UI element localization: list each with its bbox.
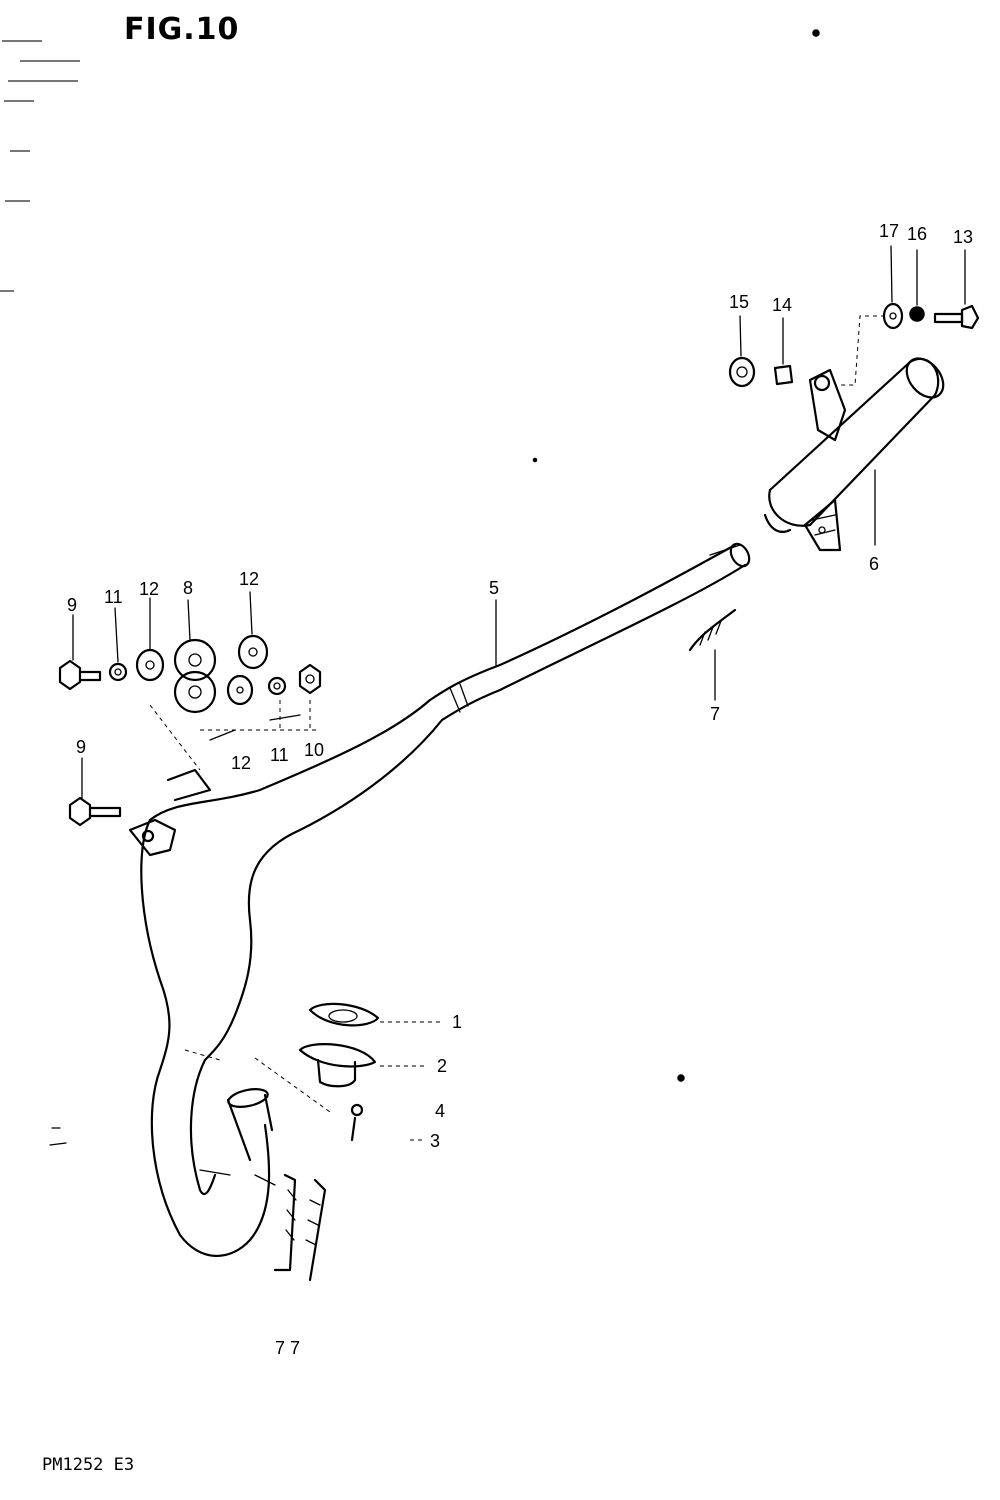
bolt-13 [933,304,980,330]
callout-9-upper: 9 [67,595,77,615]
callout-12-upper: 12 [239,569,259,589]
speck [532,457,538,463]
callout-7-upper: 7 [710,704,720,724]
callout-4: 4 [435,1101,445,1121]
callout-8: 8 [183,578,193,598]
callout-12-left: 12 [139,579,159,599]
speck [677,1074,685,1082]
washer-16 [909,306,925,322]
washer-11-lower [267,676,287,696]
leader-lines [72,245,966,799]
callout-2: 2 [437,1056,447,1076]
callout-9-lower: 9 [76,737,86,757]
spring-7-lower-b [305,1178,327,1282]
gasket-2 [298,1043,377,1088]
callout-15: 15 [729,292,749,312]
bolt-9-upper [58,659,102,691]
callout-14: 14 [772,295,792,315]
washer-12-upper [237,634,269,670]
callout-17: 17 [879,221,899,241]
callout-13: 13 [953,227,973,247]
spring-7-lower-a [273,1173,297,1272]
callout-11-upper: 11 [104,587,123,607]
washer-17 [882,302,904,330]
callout-7-lower: 7 7 [275,1338,300,1358]
callout-16: 16 [907,224,927,244]
exhaust-chamber [140,542,751,1257]
nut-10 [298,663,322,695]
figure-title: FIG.10 [124,12,240,47]
speck [812,29,820,37]
rubber-15 [728,356,756,388]
washer-12-lower [226,674,254,706]
callout-3: 3 [430,1131,440,1151]
washer-12-left [135,648,165,682]
screw-3 [350,1103,364,1142]
bolt-9-lower [68,796,122,827]
gasket-1 [308,1002,380,1027]
callout-11-lower: 11 [270,745,289,765]
footer-code: PM1252 E3 [42,1455,135,1475]
front-mount-bracket [128,768,212,857]
collar-14 [773,364,794,386]
callout-5: 5 [489,578,499,598]
margin-mark [49,1127,67,1146]
callout-12-lower: 12 [231,753,251,773]
spring-7-upper [688,608,737,652]
callout-6: 6 [869,554,879,574]
silencer [763,357,945,552]
callout-1: 1 [452,1012,462,1032]
scan-noise [0,40,80,292]
callout-10: 10 [304,740,324,760]
washer-11-upper [108,662,128,682]
grommet-8 [173,638,217,714]
